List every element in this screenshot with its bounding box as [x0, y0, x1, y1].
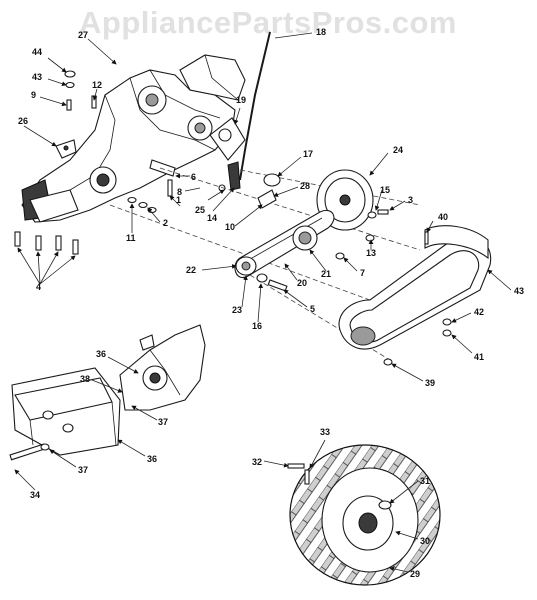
callout-22: 22	[186, 265, 196, 275]
idler-pulley	[292, 225, 318, 251]
callout-3: 3	[408, 195, 413, 205]
tire-wheel	[289, 444, 441, 586]
callout-14: 14	[207, 213, 217, 223]
callout-16: 16	[252, 321, 262, 331]
pulley-small-upper	[257, 173, 281, 209]
callout-34: 34	[30, 490, 40, 500]
callout-20: 20	[297, 278, 307, 288]
callout-17: 17	[303, 149, 313, 159]
shift-rod	[239, 31, 271, 181]
watermark: AppliancePartsPros.com	[79, 5, 457, 40]
callout-7: 7	[360, 268, 365, 278]
callout-21: 21	[321, 269, 331, 279]
callout-31: 31	[420, 476, 430, 486]
callout-12: 12	[92, 80, 102, 90]
callout-38: 38	[80, 374, 90, 384]
callout-25: 25	[195, 205, 205, 215]
callout-41: 41	[474, 352, 484, 362]
callout-37-upper: 37	[158, 417, 168, 427]
belt-cover	[338, 225, 492, 350]
callout-19: 19	[236, 95, 246, 105]
leader-lines	[14, 32, 512, 573]
callout-30: 30	[420, 536, 430, 546]
callout-5: 5	[310, 304, 315, 314]
callout-45: 44	[32, 47, 42, 57]
callout-32: 32	[252, 457, 262, 467]
callout-1: 1	[176, 195, 181, 205]
callout-2: 2	[163, 218, 168, 228]
callout-11: 11	[126, 233, 136, 243]
pulley-large	[316, 169, 374, 231]
callout-43: 43	[514, 286, 524, 296]
callout-29: 29	[410, 569, 420, 579]
callout-labels: 18 27 44 43 9 12 26 19 6 17 28 24 8 25 1…	[18, 27, 524, 579]
callout-26: 26	[18, 116, 28, 126]
callout-10: 10	[225, 222, 235, 232]
callout-37-lower: 37	[78, 465, 88, 475]
callout-28: 28	[300, 181, 310, 191]
callout-18: 18	[316, 27, 326, 37]
callout-44: 43	[32, 72, 42, 82]
callout-27: 27	[78, 30, 88, 40]
callout-33: 33	[320, 427, 330, 437]
callout-36: 36	[147, 454, 157, 464]
bumper-guard	[11, 367, 121, 456]
transmission-frame	[21, 54, 246, 223]
callout-40: 40	[438, 212, 448, 222]
callout-35: 36	[96, 349, 106, 359]
callout-15: 15	[380, 185, 390, 195]
callout-9: 9	[31, 90, 36, 100]
callout-6: 6	[191, 172, 196, 182]
callout-13: 13	[366, 248, 376, 258]
callout-8: 8	[177, 187, 182, 197]
callout-23: 23	[232, 305, 242, 315]
callout-42: 42	[474, 307, 484, 317]
lower-frame-section	[119, 324, 206, 411]
shift-lever-assembly	[209, 117, 246, 191]
drive-pulley	[235, 256, 257, 276]
callout-24: 24	[393, 145, 403, 155]
callout-4: 4	[36, 282, 41, 292]
callout-39: 39	[425, 378, 435, 388]
bolts	[14, 231, 79, 255]
